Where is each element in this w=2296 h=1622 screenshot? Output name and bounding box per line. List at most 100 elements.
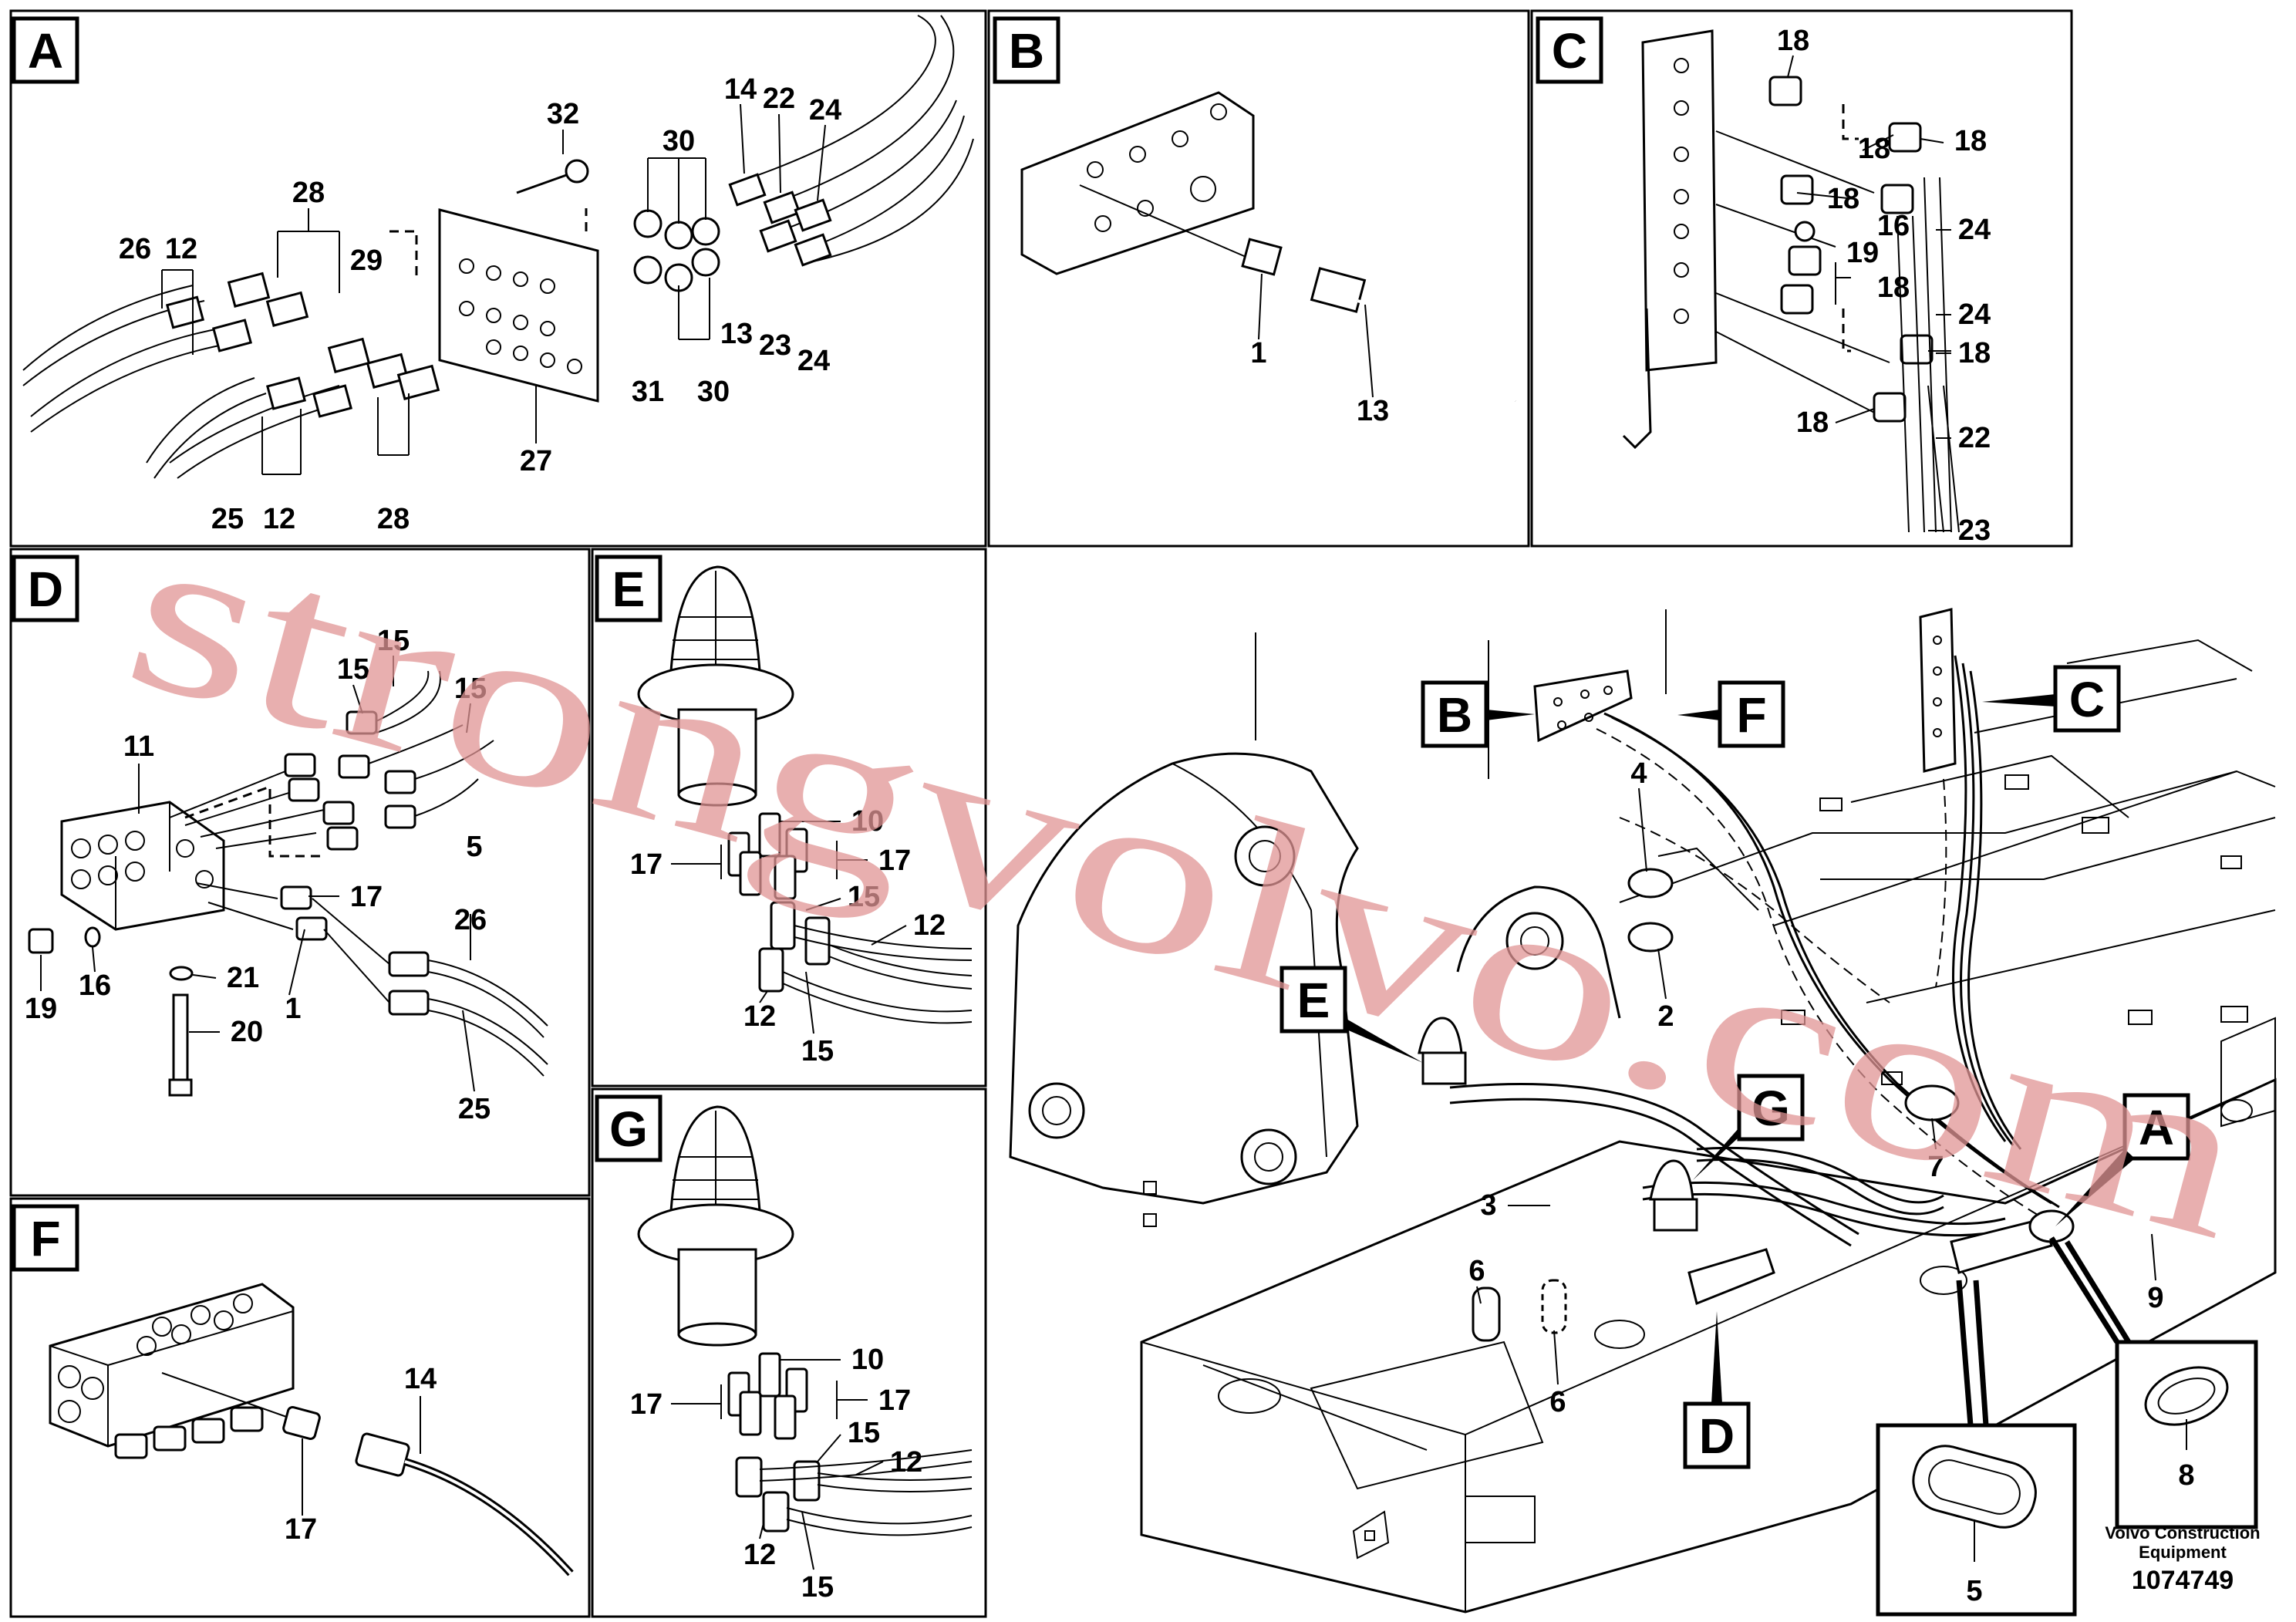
callout-G: G — [1693, 1074, 1805, 1180]
svg-text:17: 17 — [285, 1513, 317, 1546]
svg-text:7: 7 — [1927, 1151, 1944, 1183]
svg-text:5: 5 — [466, 831, 482, 863]
panel-frames — [9, 9, 2073, 1618]
svg-text:23: 23 — [759, 329, 791, 362]
fitting-1 — [1241, 238, 1283, 276]
svg-text:24: 24 — [797, 345, 830, 377]
svg-text:12: 12 — [165, 233, 197, 265]
svg-text:Equipment: Equipment — [2139, 1543, 2227, 1562]
svg-text:1: 1 — [1250, 337, 1266, 369]
svg-text:15: 15 — [848, 881, 880, 913]
main-view-drawing — [1009, 608, 2277, 1614]
svg-text:B: B — [1009, 23, 1044, 79]
panel-d-labels: 15 15 15 11 5 17 26 19 16 21 1 20 25 — [25, 625, 491, 1125]
inset-grommet-8: 8 — [2049, 1236, 2258, 1529]
svg-text:19: 19 — [1846, 237, 1879, 269]
svg-text:18: 18 — [1858, 133, 1890, 165]
panel-tag-B: B — [993, 16, 1060, 84]
svg-text:15: 15 — [377, 625, 410, 657]
panel-b-labels: 1 13 — [1250, 273, 1389, 427]
svg-text:22: 22 — [763, 83, 795, 115]
svg-text:15: 15 — [454, 673, 487, 705]
panel-tag-A: A — [12, 16, 79, 84]
svg-text:18: 18 — [1777, 25, 1809, 57]
svg-text:15: 15 — [337, 653, 369, 686]
svg-text:29: 29 — [350, 244, 383, 277]
svg-text:26: 26 — [119, 233, 151, 265]
svg-text:2: 2 — [1657, 1000, 1674, 1033]
svg-text:4: 4 — [1630, 757, 1647, 790]
panel-tag-E: E — [595, 555, 663, 622]
svg-text:25: 25 — [458, 1093, 491, 1125]
panel-g-labels: 10 17 17 15 12 12 15 — [630, 1344, 922, 1603]
svg-text:F: F — [1736, 687, 1766, 743]
svg-text:A: A — [28, 23, 63, 79]
svg-text:17: 17 — [630, 848, 663, 881]
svg-text:28: 28 — [292, 177, 325, 209]
panel-e-labels: 10 17 17 15 12 12 15 — [630, 805, 946, 1067]
svg-text:12: 12 — [913, 909, 946, 942]
panel-d-drawing — [28, 670, 548, 1097]
svg-text:G: G — [609, 1101, 648, 1157]
plug-19 — [28, 928, 54, 954]
svg-text:Volvo Construction: Volvo Construction — [2105, 1523, 2260, 1543]
svg-text:17: 17 — [630, 1388, 663, 1421]
panel-c-labels: 18 18 18 18 16 24 19 18 24 18 18 22 23 — [1777, 25, 1991, 547]
nuts-30-31 — [633, 209, 720, 292]
plate-27 — [438, 208, 599, 403]
svg-text:15: 15 — [801, 1035, 834, 1067]
svg-text:16: 16 — [79, 969, 111, 1002]
svg-text:21: 21 — [227, 962, 259, 994]
svg-text:C: C — [2069, 672, 2105, 727]
washer-16 — [84, 926, 101, 948]
svg-text:1: 1 — [285, 993, 301, 1025]
svg-text:18: 18 — [1796, 406, 1829, 439]
svg-text:18: 18 — [1877, 271, 1910, 304]
callout-F: F — [1677, 680, 1785, 748]
svg-text:11: 11 — [123, 730, 154, 763]
svg-text:15: 15 — [848, 1417, 880, 1449]
fittings-a — [165, 271, 440, 418]
fitting-17 — [282, 1405, 321, 1441]
panel-e-drawing — [637, 565, 973, 1024]
panel-tag-G: G — [595, 1094, 663, 1162]
svg-text:24: 24 — [1958, 214, 1991, 246]
svg-text:30: 30 — [663, 125, 695, 157]
panel-tag-C: C — [1536, 16, 1603, 84]
svg-text:24: 24 — [1958, 298, 1991, 331]
svg-text:1074749: 1074749 — [2132, 1566, 2234, 1595]
svg-text:12: 12 — [743, 1000, 776, 1033]
svg-text:31: 31 — [632, 376, 664, 408]
panel-f-labels: 14 17 — [285, 1363, 437, 1546]
svg-text:17: 17 — [878, 1384, 911, 1417]
svg-text:19: 19 — [25, 993, 57, 1025]
svg-text:32: 32 — [547, 98, 579, 130]
svg-text:12: 12 — [890, 1446, 922, 1479]
svg-text:E: E — [612, 561, 646, 617]
svg-text:6: 6 — [1549, 1386, 1566, 1418]
callout-B: B — [1421, 680, 1535, 748]
panel-b-drawing — [1020, 91, 1517, 403]
inset-grommet-5: 5 — [1876, 1280, 2077, 1617]
svg-text:F: F — [30, 1211, 60, 1266]
svg-text:15: 15 — [801, 1571, 834, 1603]
footer: Volvo Construction Equipment 1074749 — [2105, 1523, 2260, 1595]
svg-text:D: D — [1699, 1408, 1735, 1464]
plate — [1020, 91, 1255, 275]
svg-text:23: 23 — [1958, 514, 1991, 547]
panel-f-drawing — [49, 1283, 574, 1576]
panel-tag-F: F — [12, 1204, 79, 1272]
svg-text:22: 22 — [1958, 422, 1991, 454]
watermark-text: strongvolvo.com — [106, 477, 2273, 1288]
svg-text:25: 25 — [211, 503, 244, 535]
svg-text:17: 17 — [350, 881, 383, 913]
callout-D: D — [1683, 1311, 1751, 1469]
main-view-labels: 4 2 3 6 6 7 9 — [1468, 757, 2163, 1418]
panel-c-drawing — [1622, 29, 1960, 533]
svg-text:12: 12 — [263, 503, 295, 535]
svg-text:14: 14 — [404, 1363, 437, 1395]
valve-block-c — [1641, 29, 1718, 372]
svg-text:13: 13 — [1357, 395, 1389, 427]
svg-text:9: 9 — [2147, 1282, 2163, 1314]
hose-end-14 — [355, 1432, 410, 1477]
